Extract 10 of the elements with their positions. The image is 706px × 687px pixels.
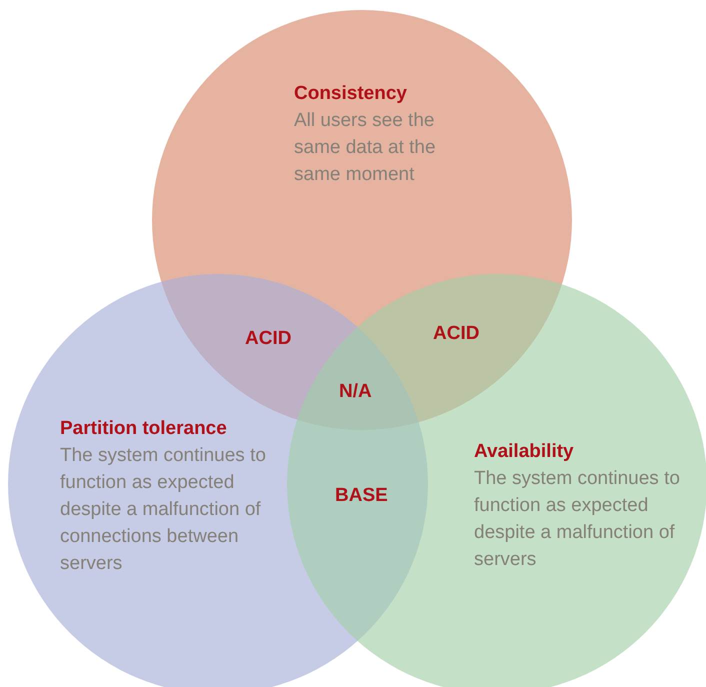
- circle-heading: Consistency: [294, 82, 407, 106]
- region-label: ACID: [245, 328, 292, 350]
- circle-heading: Partition tolerance: [60, 417, 227, 441]
- circle-description: The system continues to function as expected despite a malfunction of connections between servers: [60, 444, 267, 576]
- region-label: ACID: [433, 323, 480, 345]
- region-label: BASE: [335, 485, 388, 507]
- region-label: N/A: [339, 381, 372, 403]
- circle-description: All users see the same data at the same moment: [294, 109, 437, 187]
- circle-description: The system continues to function as expected despite a malfunction of servers: [474, 467, 681, 572]
- circle-heading: Availability: [474, 440, 574, 464]
